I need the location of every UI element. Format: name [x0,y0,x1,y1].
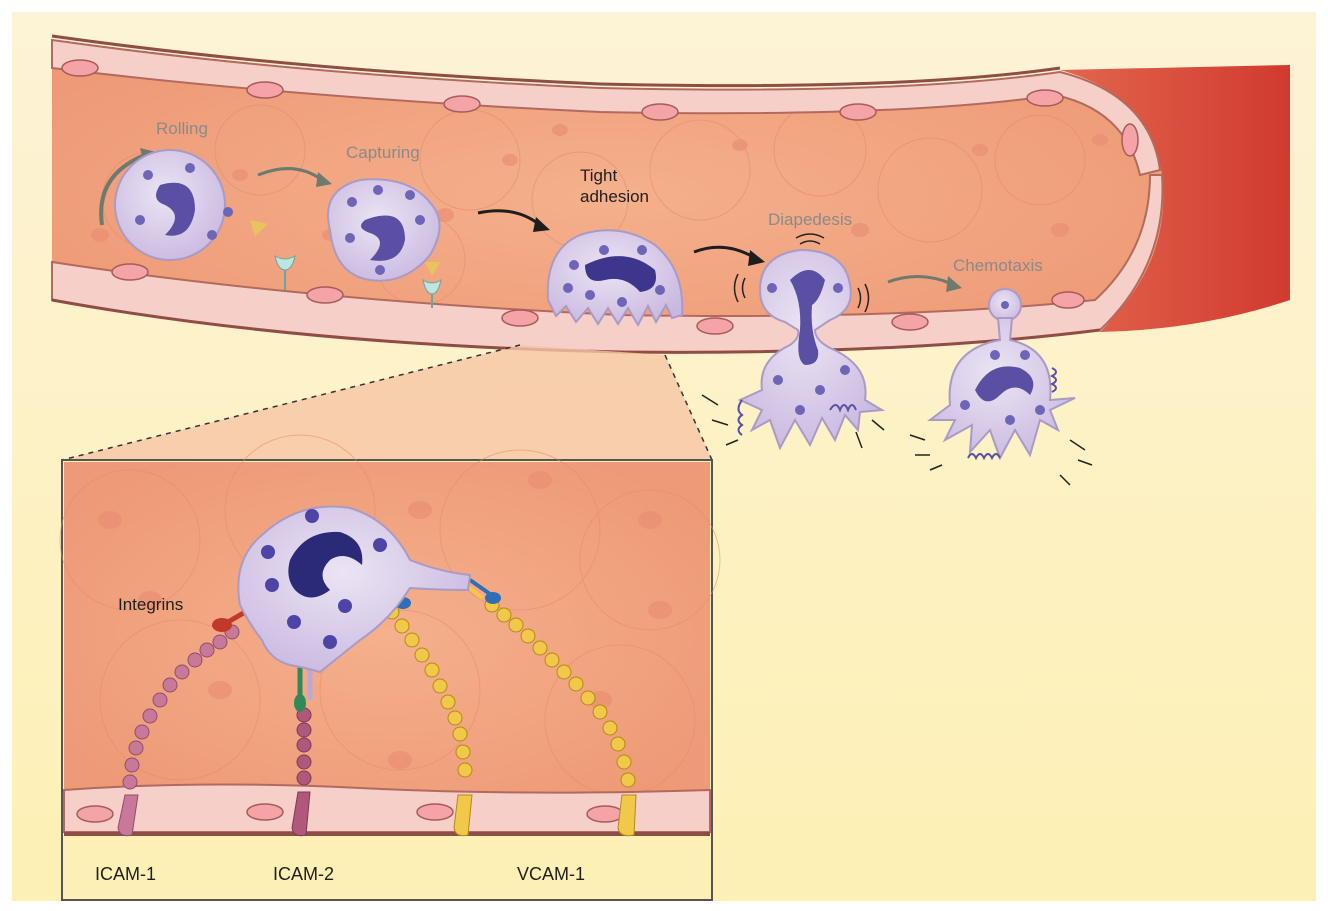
label-rolling: Rolling [156,119,208,138]
label-chemotaxis: Chemotaxis [953,256,1043,275]
label-vcam-1: VCAM-1 [517,864,585,884]
label-diapedesis: Diapedesis [768,210,852,229]
label-capturing: Capturing [346,143,420,162]
label-tight-adhesion-2: adhesion [580,187,649,206]
label-icam-1: ICAM-1 [95,864,156,884]
label-integrins: Integrins [118,595,183,614]
label-tight-adhesion-1: Tight [580,166,617,185]
inset-panel [60,435,720,900]
label-icam-2: ICAM-2 [273,864,334,884]
